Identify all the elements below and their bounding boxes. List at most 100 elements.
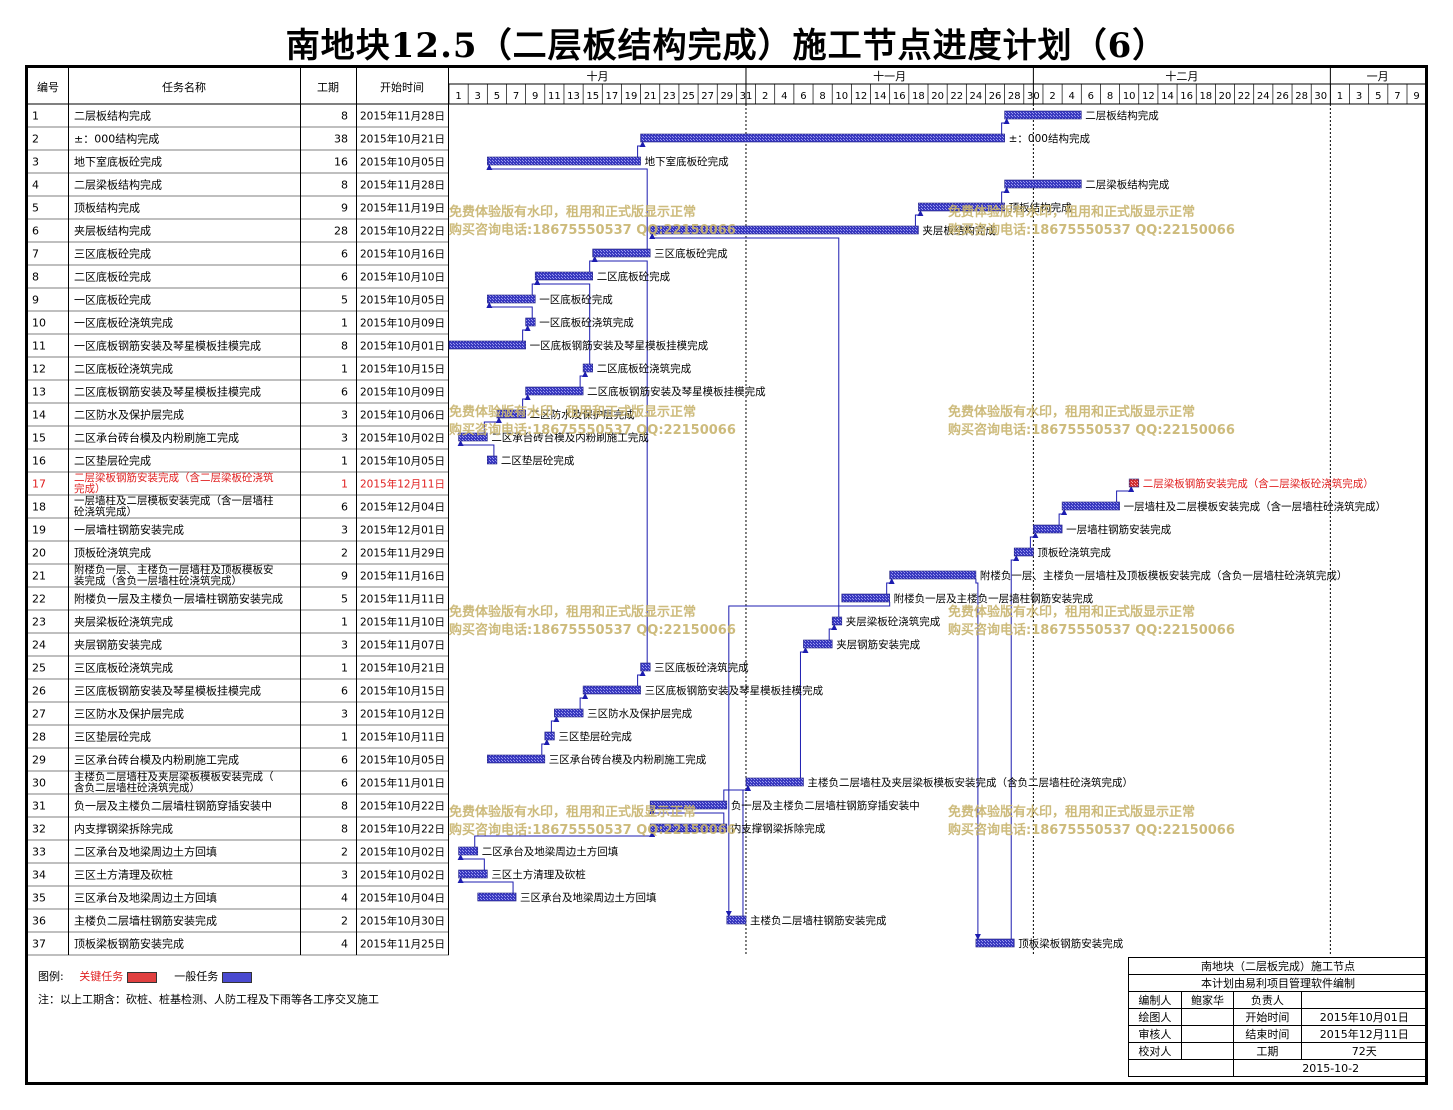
watermark-line1-3: 免费体验版有水印，租用和正式版显示正常 bbox=[948, 404, 1195, 420]
task-start-5: 2015年11月19日 bbox=[360, 202, 445, 215]
task-name-6: 夹层板结构完成 bbox=[74, 224, 151, 238]
bar-label-2: ±：000结构完成 bbox=[1009, 132, 1091, 145]
bar-label-14: 二区防水及保护层完成 bbox=[530, 408, 635, 421]
watermark-line1-2: 免费体验版有水印，租用和正式版显示正常 bbox=[449, 404, 696, 420]
task-duration-18: 6 bbox=[341, 501, 348, 514]
bar-task-9 bbox=[487, 294, 536, 304]
task-id-17: 17 bbox=[32, 478, 46, 491]
checker-value bbox=[1180, 1042, 1235, 1060]
day-tick-28: 26 bbox=[989, 91, 1002, 102]
legend-critical-label: 关键任务 bbox=[79, 970, 124, 983]
bar-task-33 bbox=[458, 846, 479, 856]
bar-task-2 bbox=[640, 133, 1005, 143]
task-name-5: 顶板结构完成 bbox=[74, 201, 140, 215]
task-id-10: 10 bbox=[32, 317, 46, 330]
bar-task-19 bbox=[1033, 524, 1063, 534]
month-label-0: 十月 bbox=[586, 69, 608, 83]
bar-label-6: 夹层板结构完成 bbox=[922, 224, 996, 237]
legend-general-label: 一般任务 bbox=[174, 970, 219, 983]
bar-label-28: 三区垫层砼完成 bbox=[558, 730, 632, 743]
bar-label-31: 负一层及主楼负二层墙柱钢筋穿插安装中 bbox=[731, 799, 920, 812]
watermark-line1-0: 免费体验版有水印，租用和正式版显示正常 bbox=[449, 204, 696, 220]
task-duration-6: 28 bbox=[334, 225, 348, 238]
bar-label-3: 地下室底板砼完成 bbox=[645, 155, 729, 168]
task-duration-17: 1 bbox=[341, 478, 348, 491]
col-header-duration: 工期 bbox=[317, 81, 339, 94]
day-tick-34: 8 bbox=[1107, 91, 1113, 102]
day-tick-45: 30 bbox=[1314, 91, 1327, 102]
duration-label: 工期 bbox=[1233, 1042, 1302, 1060]
day-tick-6: 13 bbox=[567, 91, 580, 102]
month-label-1: 十一月 bbox=[873, 69, 906, 83]
task-name-33: 二区承台及地梁周边土方回填 bbox=[74, 845, 217, 859]
day-tick-32: 4 bbox=[1069, 91, 1075, 102]
task-id-15: 15 bbox=[32, 432, 46, 445]
task-start-11: 2015年10月01日 bbox=[360, 340, 445, 353]
task-id-25: 25 bbox=[32, 662, 46, 675]
bar-label-20: 顶板砼浇筑完成 bbox=[1037, 546, 1111, 559]
day-tick-10: 21 bbox=[644, 91, 657, 102]
task-duration-30: 6 bbox=[341, 777, 348, 790]
task-start-31: 2015年10月22日 bbox=[360, 800, 445, 813]
watermark-line2-1: 购买咨询电话:18675550537 QQ:22150066 bbox=[948, 222, 1235, 238]
dependency-link-21 bbox=[637, 670, 646, 686]
task-duration-34: 3 bbox=[341, 869, 348, 882]
dependency-link-27 bbox=[649, 808, 725, 824]
task-start-8: 2015年10月10日 bbox=[360, 271, 445, 284]
day-tick-26: 22 bbox=[950, 91, 963, 102]
dependency-link-16 bbox=[1029, 532, 1039, 548]
day-tick-14: 29 bbox=[720, 91, 733, 102]
bar-label-7: 三区底板砼完成 bbox=[654, 247, 728, 260]
task-start-1: 2015年11月28日 bbox=[360, 110, 445, 123]
day-tick-19: 8 bbox=[819, 91, 825, 102]
day-tick-33: 6 bbox=[1088, 91, 1094, 102]
task-duration-28: 1 bbox=[341, 731, 348, 744]
task-id-33: 33 bbox=[32, 846, 46, 859]
task-start-35: 2015年10月04日 bbox=[360, 892, 445, 905]
task-id-2: 2 bbox=[32, 133, 39, 146]
task-start-27: 2015年10月12日 bbox=[360, 708, 445, 721]
bar-task-21 bbox=[889, 570, 977, 580]
dependency-link-15 bbox=[1058, 509, 1068, 525]
day-tick-5: 11 bbox=[548, 91, 561, 102]
task-name-37: 顶板梁板钢筋安装完成 bbox=[74, 937, 184, 951]
day-tick-17: 4 bbox=[781, 91, 787, 102]
reviewer-value bbox=[1180, 1025, 1235, 1043]
task-start-22: 2015年11月11日 bbox=[360, 593, 445, 606]
checker-label: 校对人 bbox=[1128, 1042, 1182, 1060]
task-id-11: 11 bbox=[32, 340, 46, 353]
dependency-link-5 bbox=[589, 256, 598, 272]
task-name-30-a: 主楼负二层墙柱及夹层梁板模板安装完成（ bbox=[74, 770, 274, 783]
task-name-9: 一区底板砼完成 bbox=[74, 293, 151, 307]
dependency-link-24 bbox=[541, 739, 550, 755]
day-tick-49: 7 bbox=[1394, 91, 1400, 102]
bar-task-36 bbox=[726, 915, 747, 925]
day-tick-25: 20 bbox=[931, 91, 944, 102]
day-tick-22: 14 bbox=[874, 91, 887, 102]
task-start-9: 2015年10月05日 bbox=[360, 294, 445, 307]
watermark-line1-6: 免费体验版有水印，租用和正式版显示正常 bbox=[449, 804, 696, 820]
day-tick-39: 18 bbox=[1199, 91, 1212, 102]
dependency-link-28 bbox=[474, 831, 656, 847]
task-start-28: 2015年10月11日 bbox=[360, 731, 445, 744]
bar-label-37: 顶板梁板钢筋安装完成 bbox=[1018, 937, 1123, 950]
task-id-16: 16 bbox=[32, 455, 46, 468]
footnote: 注：以上工期含：砍桩、桩基检测、人防工程及下雨等各工序交叉施工 bbox=[38, 993, 379, 1006]
day-tick-48: 5 bbox=[1375, 91, 1381, 102]
task-start-30: 2015年11月01日 bbox=[360, 777, 445, 790]
task-name-30-b: 含负二层墙柱砼浇筑完成） bbox=[74, 781, 200, 794]
day-tick-23: 16 bbox=[893, 91, 906, 102]
task-start-36: 2015年10月30日 bbox=[360, 915, 445, 928]
bar-task-8 bbox=[534, 271, 594, 281]
task-id-29: 29 bbox=[32, 754, 46, 767]
dependency-link-10 bbox=[579, 371, 589, 387]
task-start-17: 2015年12月11日 bbox=[360, 478, 445, 491]
task-name-25: 三区底板砼浇筑完成 bbox=[74, 661, 173, 675]
bar-label-10: 一区底板砼浇筑完成 bbox=[539, 316, 634, 329]
task-duration-5: 9 bbox=[341, 202, 348, 215]
task-name-4: 二层梁板结构完成 bbox=[74, 178, 162, 192]
bar-label-19: 一层墙柱钢筋安装完成 bbox=[1066, 523, 1171, 536]
task-start-33: 2015年10月02日 bbox=[360, 846, 445, 859]
dependency-link-31 bbox=[742, 785, 751, 916]
